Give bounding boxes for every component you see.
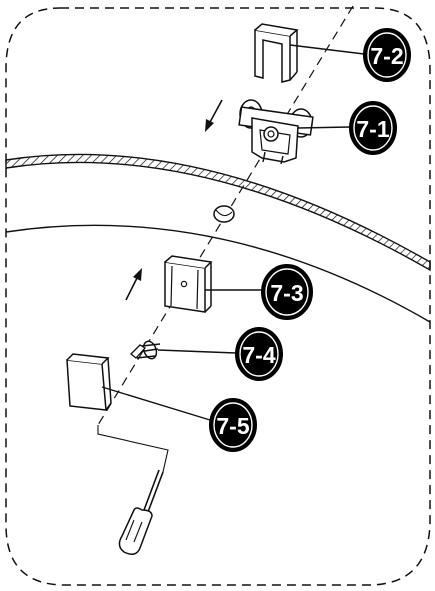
- callout-7-4-label: 7-4: [242, 342, 275, 368]
- callout-7-5: 7-5: [209, 398, 257, 452]
- ceiling-hatched-band: [5, 153, 431, 272]
- part-7-1-roller-carriage: [238, 99, 314, 165]
- leader-7-1: [297, 126, 351, 129]
- callout-7-4: 7-4: [235, 327, 283, 381]
- screwdriver-icon: [118, 469, 164, 555]
- callout-7-1: 7-1: [349, 101, 397, 155]
- arrow-up-right-icon: [125, 268, 142, 301]
- leader-7-5: [101, 386, 211, 421]
- part-7-5-cover-block: [66, 353, 112, 411]
- screwdriver-guide-line: [97, 425, 169, 473]
- part-7-2-cover: [254, 23, 299, 83]
- part-7-4-screw: [130, 340, 161, 360]
- track-lower-curve: [5, 224, 431, 323]
- dashed-frame: [5, 7, 431, 586]
- callout-7-1-label: 7-1: [356, 116, 389, 142]
- callout-7-3-label: 7-3: [270, 280, 303, 306]
- callout-7-2-label: 7-2: [370, 43, 403, 69]
- part-7-3-bracket: [164, 255, 213, 313]
- callout-7-2: 7-2: [363, 28, 411, 82]
- callout-7-5-label: 7-5: [216, 413, 249, 439]
- leader-7-2: [289, 44, 365, 55]
- callout-7-3: 7-3: [261, 264, 313, 320]
- leader-7-4: [157, 349, 237, 354]
- arrow-down-left-icon: [205, 99, 223, 132]
- ceiling-hole: [213, 205, 235, 223]
